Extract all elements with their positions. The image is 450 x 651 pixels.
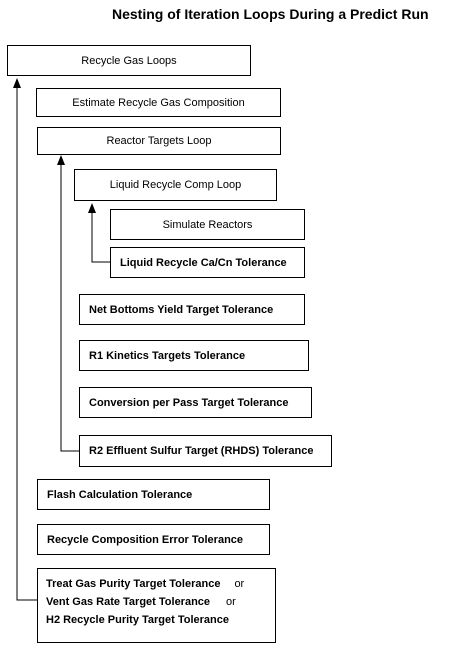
flash-calculation-tolerance-box: Flash Calculation Tolerance (37, 479, 270, 510)
vent-gas-rate-row: Vent Gas Rate Target Tolerance or (46, 593, 275, 611)
liquid-recycle-ca-cn-tolerance-box: Liquid Recycle Ca/Cn Tolerance (110, 247, 305, 278)
recycle-gas-tolerance-box: Treat Gas Purity Target Tolerance or Ven… (37, 568, 276, 643)
reactor-targets-loop-arrowhead (57, 155, 65, 165)
h2-recycle-purity-row: H2 Recycle Purity Target Tolerance (46, 611, 275, 629)
r1-kinetics-targets-tolerance-box: R1 Kinetics Targets Tolerance (79, 340, 309, 371)
recycle-gas-loops-box: Recycle Gas Loops (7, 45, 251, 76)
reactor-targets-loop-box: Reactor Targets Loop (37, 127, 281, 155)
estimate-recycle-gas-composition-box: Estimate Recycle Gas Composition (36, 88, 281, 117)
vent-gas-rate-label: Vent Gas Rate Target Tolerance (46, 596, 211, 608)
treat-gas-purity-row: Treat Gas Purity Target Tolerance or (46, 575, 275, 593)
liquid-recycle-loop-connector (91, 211, 110, 263)
treat-gas-purity-label: Treat Gas Purity Target Tolerance (46, 578, 221, 590)
reactor-targets-loop-connector (60, 163, 79, 452)
conversion-per-pass-target-tolerance-box: Conversion per Pass Target Tolerance (79, 387, 312, 418)
liquid-recycle-loop-arrowhead (88, 203, 96, 213)
simulate-reactors-box: Simulate Reactors (110, 209, 305, 240)
or-label: or (226, 596, 236, 608)
diagram-title: Nesting of Iteration Loops During a Pred… (112, 6, 429, 22)
liquid-recycle-comp-loop-box: Liquid Recycle Comp Loop (74, 169, 277, 201)
recycle-composition-error-tolerance-box: Recycle Composition Error Tolerance (37, 524, 270, 555)
h2-recycle-purity-label: H2 Recycle Purity Target Tolerance (46, 614, 229, 626)
recycle-gas-loop-arrowhead (13, 78, 21, 88)
r2-effluent-sulfur-target-tolerance-box: R2 Effluent Sulfur Target (RHDS) Toleran… (79, 435, 332, 467)
recycle-gas-loop-connector (16, 86, 37, 601)
or-label: or (234, 578, 245, 590)
net-bottoms-yield-target-tolerance-box: Net Bottoms Yield Target Tolerance (79, 294, 305, 325)
